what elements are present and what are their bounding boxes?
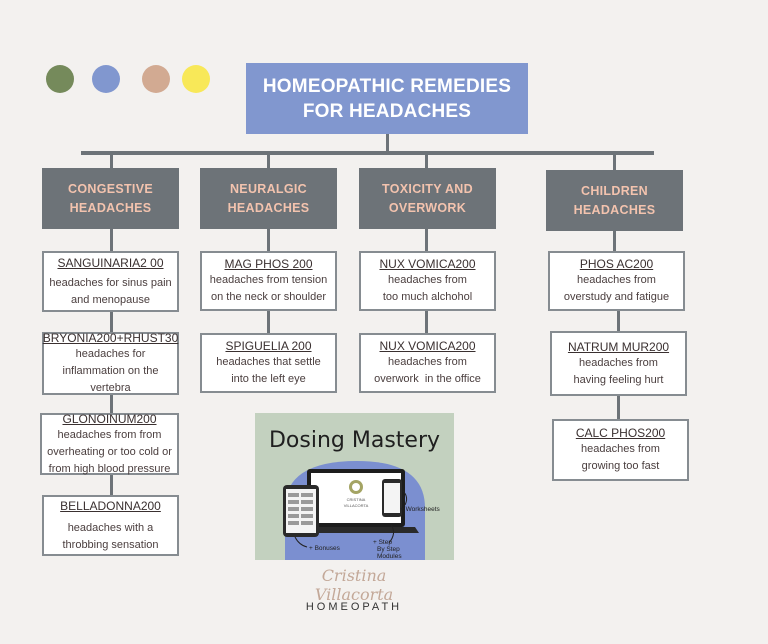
col1-connector	[110, 312, 113, 332]
drop-line-4	[613, 153, 616, 170]
drop-line-2	[267, 153, 270, 168]
remedy-desc: on the neck or shoulder	[211, 291, 326, 303]
modules-label-2: By Step	[377, 546, 400, 553]
remedy-desc: headaches from	[579, 356, 658, 369]
col1-connector	[110, 395, 113, 413]
remedy-desc: headaches from	[388, 274, 467, 286]
category-children: CHILDREN HEADACHES	[546, 170, 683, 231]
category-label: TOXICITY AND	[382, 181, 473, 196]
col4-connector	[613, 231, 616, 251]
worksheets-label: + Worksheets	[400, 506, 440, 513]
arrow-icon	[294, 536, 308, 548]
col4-connector	[617, 396, 620, 419]
remedy-name: SANGUINARIA2 00	[57, 255, 164, 270]
remedy-name: NATRUM MUR200	[567, 339, 670, 354]
green-dot	[46, 65, 74, 93]
title-line-2: FOR HEADACHES	[302, 100, 472, 122]
col3-connector	[425, 311, 428, 333]
remedy-desc: and menopause	[71, 293, 150, 306]
remedy-desc: from high blood pressure	[48, 462, 171, 475]
remedy-desc: throbbing sensation	[62, 538, 159, 551]
remedy-desc: too much alchohol	[382, 291, 473, 303]
signature-logo: Cristina Villacorta	[314, 566, 394, 604]
arrow-icon	[402, 490, 408, 506]
remedy-natrum-mur: NATRUM MUR200 headaches from having feel…	[550, 331, 687, 396]
remedy-name: BELLADONNA200	[60, 498, 161, 513]
remedy-desc: overheating or too cold or	[47, 445, 172, 458]
blue-dot	[92, 65, 120, 93]
category-label: HEADACHES	[227, 200, 310, 215]
remedy-desc: inflammation on the	[62, 365, 159, 377]
title-connector	[386, 134, 389, 153]
remedy-name: MAG PHOS 200	[224, 257, 313, 271]
remedy-desc: having feeling hurt	[573, 373, 664, 386]
yellow-dot	[182, 65, 210, 93]
remedy-desc: growing too fast	[581, 460, 660, 472]
remedy-name: GLONOINUM200	[62, 411, 157, 426]
category-neuralgic: NEURALGIC HEADACHES	[200, 168, 337, 229]
drop-line-1	[110, 153, 113, 168]
remedy-name: NUX VOMICA200	[379, 257, 476, 271]
category-label: HEADACHES	[69, 200, 152, 215]
promo-illustration	[283, 461, 425, 560]
bonuses-label: + Bonuses	[309, 545, 340, 552]
remedy-desc: headaches for	[75, 348, 146, 360]
category-label: CHILDREN	[581, 183, 648, 198]
col1-connector	[110, 229, 113, 251]
category-congestive: CONGESTIVE HEADACHES	[42, 168, 179, 229]
homeopath-tagline: HOMEOPATH	[305, 601, 403, 613]
title-line-1: HOMEOPATHIC REMEDIES	[262, 75, 512, 97]
remedy-desc: headaches from	[577, 274, 656, 286]
remedy-name: NUX VOMICA200	[379, 339, 476, 353]
laptop-label-2: VILLACORTA	[343, 503, 369, 508]
category-label: HEADACHES	[573, 202, 656, 217]
modules-label-3: Modules	[377, 553, 402, 560]
remedy-desc: headaches for sinus pain	[49, 276, 172, 289]
category-label: CONGESTIVE	[68, 181, 153, 196]
remedy-name: SPIGUELIA 200	[225, 339, 312, 353]
col3-connector	[425, 229, 428, 251]
remedy-desc: into the left eye	[231, 373, 306, 385]
tan-dot	[142, 65, 170, 93]
modules-label-1: + Step	[373, 539, 392, 546]
category-toxicity: TOXICITY AND OVERWORK	[359, 168, 496, 229]
dosing-mastery-promo[interactable]: Dosing Mastery CRISTINA VILLACORTA + Wor…	[255, 413, 454, 560]
remedy-name: CALC PHOS200	[575, 426, 666, 440]
remedy-desc: headaches with a	[67, 521, 154, 534]
col2-connector	[267, 229, 270, 251]
remedy-sanguinaria: SANGUINARIA2 00 headaches for sinus pain…	[42, 251, 179, 312]
drop-line-3	[425, 153, 428, 168]
remedy-desc: overwork in the office	[374, 373, 481, 385]
laptop-label-1: CRISTINA	[346, 497, 366, 502]
remedy-nux-vomica-alcohol: NUX VOMICA200 headaches from too much al…	[359, 251, 496, 311]
category-label: OVERWORK	[388, 200, 467, 215]
remedy-desc: overstudy and fatigue	[563, 291, 670, 303]
remedy-name: BRYONIA200+RHUST30	[42, 331, 179, 345]
remedy-desc: headaches from	[581, 443, 660, 455]
remedy-phos-ac: PHOS AC200 headaches from overstudy and …	[548, 251, 685, 311]
arrow-icon	[388, 524, 395, 544]
horizontal-bus	[81, 151, 654, 155]
remedy-spiguelia: SPIGUELIA 200 headaches that settle into…	[200, 333, 337, 393]
remedy-belladonna: BELLADONNA200 headaches with a throbbing…	[42, 495, 179, 556]
remedy-nux-vomica-overwork: NUX VOMICA200 headaches from overwork in…	[359, 333, 496, 393]
remedy-name: PHOS AC200	[579, 257, 654, 271]
promo-title: Dosing Mastery	[268, 428, 441, 453]
remedy-calc-phos: CALC PHOS200 headaches from growing too …	[552, 419, 689, 481]
laptop-base	[293, 527, 419, 533]
diagram-title: HOMEOPATHIC REMEDIES FOR HEADACHES	[246, 63, 528, 134]
col4-connector	[617, 311, 620, 331]
remedy-mag-phos: MAG PHOS 200 headaches from tension on t…	[200, 251, 337, 311]
remedy-desc: headaches that settle	[216, 356, 321, 368]
remedy-desc: headaches from	[388, 356, 467, 368]
remedy-glonoinum: GLONOINUM200 headaches from from overhea…	[40, 411, 179, 475]
remedy-desc: headaches from tension	[209, 274, 328, 286]
remedy-bryonia: BRYONIA200+RHUST30 headaches for inflamm…	[42, 331, 179, 395]
col2-connector	[267, 311, 270, 333]
remedy-desc: headaches from from	[57, 428, 162, 441]
category-label: NEURALGIC	[229, 181, 307, 196]
remedy-desc: vertebra	[90, 382, 131, 394]
col1-connector	[110, 475, 113, 495]
